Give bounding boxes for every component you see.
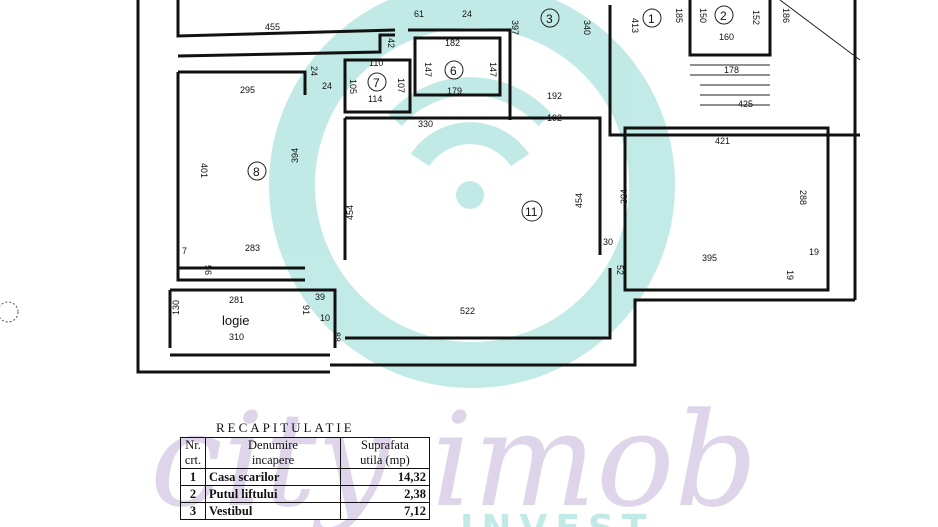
dimension: 522 xyxy=(460,306,475,316)
dimension: 455 xyxy=(265,22,280,32)
header-denumire2: incapere xyxy=(251,453,295,467)
room-label-logie: logie xyxy=(222,313,249,328)
dimension: 130 xyxy=(171,300,181,315)
dimension: 394 xyxy=(290,148,300,163)
dimension: 52 xyxy=(615,265,625,275)
room-number: 6 xyxy=(450,64,457,78)
dimension: 24 xyxy=(309,66,319,76)
row-name: Vestibul xyxy=(205,502,341,520)
table-row: 2 Putul liftului 2,38 xyxy=(180,485,430,503)
watermark-wifi-dot xyxy=(456,181,484,209)
dimension: 39 xyxy=(315,292,325,302)
dimension: 56 xyxy=(203,265,213,275)
dimension: 340 xyxy=(582,20,592,35)
dimension-labels: 455 61 24 397 42 182 147 147 179 110 105… xyxy=(171,8,819,342)
walls xyxy=(136,0,861,374)
dimension: 61 xyxy=(414,9,424,19)
dimension: 147 xyxy=(423,62,433,77)
dimension: 192 xyxy=(547,113,562,123)
row-area: 2,38 xyxy=(340,485,430,503)
dimension: 304 xyxy=(619,189,629,204)
dimension: 91 xyxy=(301,305,311,315)
dimension: 310 xyxy=(229,332,244,342)
dimension: 192 xyxy=(547,91,562,101)
dimension: 160 xyxy=(719,32,734,42)
stamp-fragment xyxy=(0,301,19,323)
room-number: 2 xyxy=(720,9,727,23)
dimension: 395 xyxy=(702,253,717,263)
dimension: 401 xyxy=(199,163,209,178)
row-area: 7,12 xyxy=(340,502,430,520)
dimension: 454 xyxy=(345,205,355,220)
header-nr2: crt. xyxy=(184,453,202,467)
dimension: 283 xyxy=(245,243,260,253)
dimension: 150 xyxy=(698,8,708,23)
header-suprafata: Suprafata xyxy=(361,438,409,452)
dimension: 185 xyxy=(674,8,684,23)
dimension: 454 xyxy=(574,193,584,208)
table-row: 1 Casa scarilor 14,32 xyxy=(180,468,430,486)
dimension: 397 xyxy=(510,20,520,35)
dimension: 178 xyxy=(724,65,739,75)
dimension: 30 xyxy=(603,237,613,247)
header-suprafata2: utila (mp) xyxy=(360,453,410,467)
dimension: 24 xyxy=(322,81,332,91)
room-labels: 3 1 2 6 7 8 11 logie xyxy=(222,5,734,328)
watermark-wifi-arc xyxy=(410,122,530,167)
dimension: 186 xyxy=(781,8,791,23)
dimension: 147 xyxy=(488,62,498,77)
dimension: 295 xyxy=(240,85,255,95)
dimension: 42 xyxy=(386,38,396,48)
dimension: 110 xyxy=(369,58,383,68)
dimension: 19 xyxy=(785,270,795,280)
dimension: 182 xyxy=(445,38,460,48)
dimension: 425 xyxy=(738,99,753,109)
dimension: 179 xyxy=(447,86,462,96)
dimension: 421 xyxy=(715,136,730,146)
dimension: 19 xyxy=(809,247,819,257)
row-nr: 1 xyxy=(180,468,206,486)
recap-title: RECAPITULATIE xyxy=(216,420,355,435)
dimension: 7 xyxy=(182,246,187,256)
dimension: 281 xyxy=(229,295,244,305)
room-number: 7 xyxy=(373,76,380,90)
dimension: 288 xyxy=(798,190,808,205)
watermark-wifi-arc xyxy=(388,77,552,127)
header-nr: Nr. xyxy=(185,438,201,452)
room-number: 8 xyxy=(253,165,260,179)
room-number: 1 xyxy=(648,12,655,26)
dimension: 10 xyxy=(320,313,330,323)
header-denumire: Denumire xyxy=(248,438,298,452)
dimension: 330 xyxy=(418,119,433,129)
room-number: 11 xyxy=(525,205,538,219)
row-name: Casa scarilor xyxy=(205,468,341,486)
dimension: 24 xyxy=(462,9,472,19)
row-area: 14,32 xyxy=(340,468,430,486)
dimension: 88 xyxy=(332,332,342,342)
row-nr: 3 xyxy=(180,502,206,520)
row-nr: 2 xyxy=(180,485,206,503)
dimension: 107 xyxy=(396,78,406,93)
dimension: 413 xyxy=(630,18,640,33)
table-row: 3 Vestibul 7,12 xyxy=(180,502,430,520)
watermark-subtext: INVEST xyxy=(460,508,654,527)
dimension: 152 xyxy=(751,10,761,25)
dimension: 114 xyxy=(368,94,382,104)
room-number: 3 xyxy=(546,12,553,26)
row-name: Putul liftului xyxy=(205,485,341,503)
dimension: 105 xyxy=(348,79,358,94)
